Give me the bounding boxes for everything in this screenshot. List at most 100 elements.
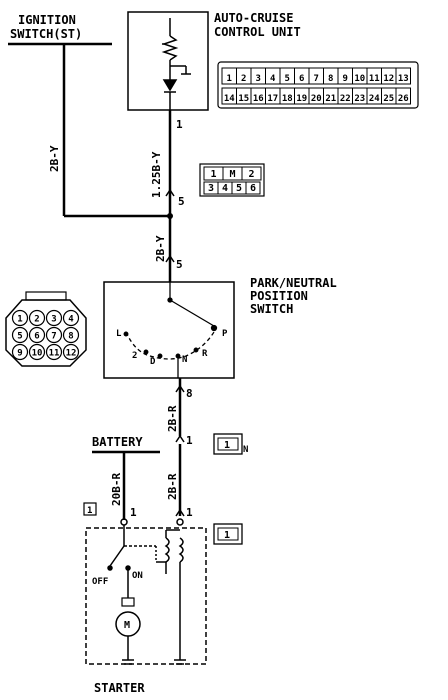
cruise-connector-bottom-pin: 18 <box>282 94 293 104</box>
switch-pin-8: 8 <box>186 387 193 400</box>
pn-connector-pin-label: 11 <box>49 349 60 359</box>
small-connector-top-cell <box>241 166 262 181</box>
cruise-connector-top-pin: 4 <box>270 74 276 84</box>
pn-connector-pin-label: 3 <box>51 315 56 325</box>
pn-pos-N: N <box>182 355 187 365</box>
ignition-switch-label-2: SWITCH(ST) <box>10 27 82 41</box>
pn-connector-pin <box>11 326 29 344</box>
cruise-wire: 1 1.25B-Y 5 <box>150 110 185 219</box>
cruise-connector-bottom-pin: 16 <box>253 94 264 104</box>
pn-connector-pin-label: 7 <box>51 332 56 342</box>
starter-internals <box>107 525 184 660</box>
splice-pin-1: 1 <box>186 434 193 447</box>
small-connector-bottom-cell <box>245 181 261 195</box>
ignition-switch-label-1: IGNITION <box>18 13 76 27</box>
cruise-connector-top-pin: 1 <box>227 74 232 84</box>
wire-label-cruise: 1.25B-Y <box>150 151 163 198</box>
cruise-connector-top-pin: 5 <box>285 74 290 84</box>
ignition-wire: 2B-Y <box>48 44 172 218</box>
starter-on-label: ON <box>132 571 143 581</box>
starter-block: M OFF ON STARTER <box>85 525 207 695</box>
pn-switch-box <box>103 281 235 379</box>
small-connector-top-pin: 2 <box>248 169 254 180</box>
cruise-pin-1: 1 <box>176 118 183 131</box>
pn-pos-R: R <box>202 349 208 359</box>
wire-label-battery: 20B-R <box>110 473 123 506</box>
junction-pin-5: 5 <box>178 195 185 208</box>
pn-pos-L: L <box>116 329 122 339</box>
cruise-connector-bottom-pin: 25 <box>383 94 394 104</box>
pn-connector-pin-label: 10 <box>32 349 43 359</box>
cruise-connector-bottom-pin: 26 <box>398 94 409 104</box>
pn-connector-pin <box>62 343 80 361</box>
starter-box <box>85 527 207 665</box>
switch-pin-5: 5 <box>176 258 183 271</box>
pn-switch-label-1: PARK/NEUTRAL <box>250 276 337 290</box>
ref-box-2-label: 1 <box>224 530 230 541</box>
cruise-connector-top-pin: 6 <box>299 74 304 84</box>
wire-label-ign: 2B-Y <box>48 145 61 172</box>
starter-motor-label: M <box>124 620 130 631</box>
pn-connector-pin <box>45 326 63 344</box>
cruise-connector-bottom-cell <box>395 87 411 105</box>
battery-label: BATTERY <box>92 435 143 449</box>
cruise-connector-top-pin: 2 <box>241 74 246 84</box>
cruise-connector-top-pin: 9 <box>343 74 348 84</box>
switch-to-starter-wire: 8 2B-R 1 2B-R 1 <box>166 378 193 519</box>
cruise-connector-top-pin: 11 <box>369 74 380 84</box>
pn-connector-pin-label: 5 <box>17 332 22 342</box>
small-connector-top-pin: M <box>229 169 235 180</box>
pn-switch-label-3: SWITCH <box>250 302 293 316</box>
cruise-connector-bottom-pin: 20 <box>311 94 322 104</box>
cruise-connector-bottom-pin: 14 <box>224 94 235 104</box>
pn-connector-pin <box>45 309 63 327</box>
starter-off-label: OFF <box>92 577 108 587</box>
battery-ref-1: 1 <box>87 506 92 516</box>
junction-to-switch-wire: 2B-Y 5 <box>154 216 183 282</box>
auto-cruise-unit: AUTO-CRUISE CONTROL UNIT <box>127 11 301 111</box>
cruise-connector-bottom-pin: 17 <box>267 94 278 104</box>
park-neutral-switch: PARK/NEUTRAL POSITION SWITCH L 2 D N R P <box>103 276 337 379</box>
cruise-connector-top-pin: 3 <box>256 74 261 84</box>
pn-connector-pin-label: 12 <box>66 349 77 359</box>
cruise-connector-top-pin: 8 <box>328 74 333 84</box>
cruise-unit-label-1: AUTO-CRUISE <box>214 11 293 25</box>
ignition-switch-block: IGNITION SWITCH(ST) <box>8 13 112 46</box>
small-connector-bottom-pin: 6 <box>250 183 256 194</box>
small-connector-top-pin: 1 <box>210 169 216 180</box>
small-connector-top-row: 1 M 2 <box>203 166 262 181</box>
ref-box-1: 1 N <box>213 433 248 455</box>
small-connector-bottom-pin: 5 <box>236 183 242 194</box>
wire-label-switch: 2B-Y <box>154 235 167 262</box>
cruise-connector-bottom-pin: 15 <box>238 94 249 104</box>
cruise-connector-top-pin: 13 <box>398 74 409 84</box>
small-connector-bottom-pin: 3 <box>208 183 214 194</box>
pn-connector-pin <box>62 326 80 344</box>
cruise-connector-bottom-pin: 22 <box>340 94 351 104</box>
cruise-connector-top-pin: 10 <box>354 74 365 84</box>
pn-connector-pin <box>11 343 29 361</box>
cruise-connector-bottom-pin: 23 <box>354 94 365 104</box>
battery-block: BATTERY 20B-R 1 1 <box>83 435 184 526</box>
pn-connector-pin-label: 2 <box>34 315 39 325</box>
pn-connector-pin-label: 4 <box>68 315 74 325</box>
ref-box-1-suffix: N <box>243 445 248 455</box>
pn-connector-pin <box>28 326 46 344</box>
pn-connector-pin-label: 9 <box>17 349 22 359</box>
cruise-connector-bottom-pin: 21 <box>325 94 336 104</box>
pn-pos-2: 2 <box>132 351 137 361</box>
cruise-unit-label-2: CONTROL UNIT <box>214 25 301 39</box>
cruise-connector-top-pin: 12 <box>383 74 394 84</box>
cruise-connector-top-pin: 7 <box>314 74 319 84</box>
cruise-connector-bottom-pin: 24 <box>369 94 380 104</box>
pn-connector-pin-label: 1 <box>17 315 22 325</box>
pn-switch-label-2: POSITION <box>250 289 308 303</box>
